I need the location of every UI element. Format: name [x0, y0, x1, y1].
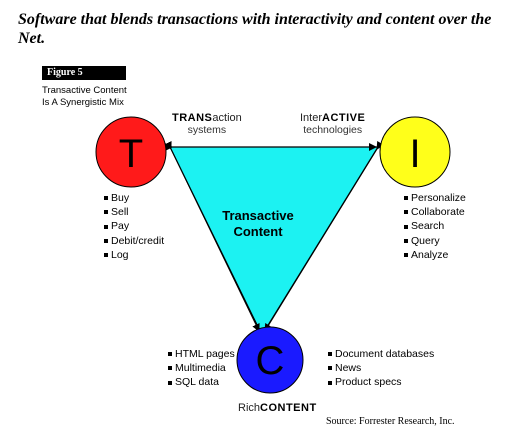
list-item: Query — [404, 234, 466, 248]
node-c-label-bold: CONTENT — [260, 402, 317, 414]
arrow-t-c — [164, 140, 260, 332]
figure-badge: Figure 5 — [42, 66, 126, 80]
page-title: Software that blends transactions with i… — [18, 11, 492, 47]
list-item: HTML pages — [168, 347, 235, 361]
node-t-circle — [95, 116, 167, 188]
node-t-label-rest: action — [212, 112, 242, 124]
c-items-left-list: HTML pages Multimedia SQL data — [168, 347, 235, 390]
arrow-i-c — [264, 140, 385, 332]
list-item: Document databases — [328, 347, 434, 361]
node-t-label: TRANSaction systems — [172, 112, 242, 136]
list-item: Personalize — [404, 191, 466, 205]
transactive-triangle — [169, 146, 380, 337]
figure-caption: Transactive Content Is A Synergistic Mix — [42, 85, 127, 108]
node-i-label: InterACTIVE technologies — [300, 112, 365, 136]
list-item: Search — [404, 219, 466, 233]
list-item: Analyze — [404, 248, 466, 262]
node-i-circle — [379, 116, 451, 188]
node-t-letter: T — [119, 132, 143, 176]
c-items-right-list: Document databases News Product specs — [328, 347, 434, 390]
list-item: Collaborate — [404, 205, 466, 219]
node-i-label-rest: Inter — [300, 112, 323, 124]
list-item: SQL data — [168, 375, 235, 389]
list-item: Buy — [104, 191, 164, 205]
list-item: Log — [104, 248, 164, 262]
list-item: News — [328, 361, 434, 375]
center-label: Transactive Content — [222, 208, 294, 239]
t-items-list: Buy Sell Pay Debit/credit Log — [104, 191, 164, 262]
node-i-letter: I — [409, 132, 420, 176]
node-c-letter: C — [256, 339, 285, 383]
node-c-label-rest: Rich — [238, 402, 261, 414]
node-i-label-bold: ACTIVE — [322, 112, 366, 124]
i-items-list: Personalize Collaborate Search Query Ana… — [404, 191, 466, 262]
node-t-label-bold: TRANS — [172, 112, 213, 124]
node-t-sublabel: systems — [187, 124, 227, 136]
list-item: Product specs — [328, 375, 434, 389]
node-i-sublabel: technologies — [303, 124, 363, 136]
source-credit: Source: Forrester Research, Inc. — [326, 416, 455, 427]
list-item: Pay — [104, 219, 164, 233]
list-item: Sell — [104, 205, 164, 219]
node-c-circle — [236, 326, 304, 394]
list-item: Multimedia — [168, 361, 235, 375]
list-item: Debit/credit — [104, 234, 164, 248]
node-c-label: RichCONTENT — [238, 402, 317, 414]
